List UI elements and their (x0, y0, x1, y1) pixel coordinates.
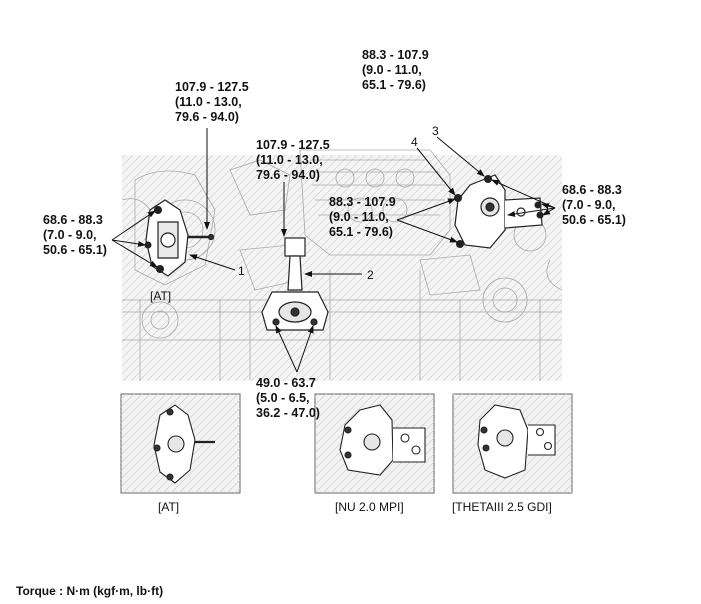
torque-at-mount-nut: 107.9 - 127.5 (11.0 - 13.0, 79.6 - 94.0) (175, 80, 249, 124)
at-mount-bolts (144, 206, 164, 273)
leader-lines (111, 128, 556, 373)
torque-engine-mount-left: 88.3 - 107.9 (9.0 - 11.0, 65.1 - 79.6) (329, 195, 396, 239)
callout-3: 3 (432, 124, 439, 138)
roll-rod-bracket (261, 237, 329, 331)
inset-theta (452, 393, 573, 494)
torque-unit-legend: Torque : N·m (kgf·m, lb·ft) (16, 584, 164, 598)
torque-roll-rod-bottom: 49.0 - 63.7 (5.0 - 6.5, 36.2 - 47.0) (256, 376, 320, 420)
torque-engine-mount-right: 68.6 - 88.3 (7.0 - 9.0, 50.6 - 65.1) (562, 183, 626, 227)
torque-at-mount-bolts: 68.6 - 88.3 (7.0 - 9.0, 50.6 - 65.1) (43, 213, 107, 257)
callout-2: 2 (367, 268, 374, 282)
inset-at (120, 393, 241, 494)
torque-roll-rod-top: 107.9 - 127.5 (11.0 - 13.0, 79.6 - 94.0) (256, 138, 330, 182)
caption-inset-nu: [NU 2.0 MPI] (335, 500, 404, 514)
caption-inset-theta: [THETAIII 2.5 GDI] (452, 500, 552, 514)
callout-4: 4 (411, 135, 418, 149)
inset-nu (314, 393, 435, 494)
engine-mount-bolts (454, 175, 544, 248)
caption-inset-at: [AT] (158, 500, 180, 514)
engine-mount (454, 174, 543, 249)
torque-engine-mount-top: 88.3 - 107.9 (9.0 - 11.0, 65.1 - 79.6) (362, 48, 429, 92)
at-transmission-mount (145, 199, 215, 277)
callout-1: 1 (238, 264, 245, 278)
caption-main-at: [AT] (150, 289, 172, 303)
